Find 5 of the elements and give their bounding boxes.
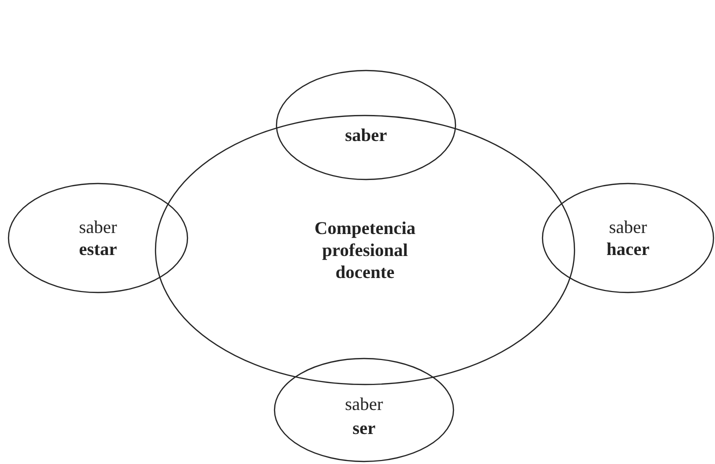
node-label: Competencia profesional docente (314, 217, 416, 283)
node-label: saber ser (344, 393, 384, 440)
node-label: saber (344, 124, 388, 146)
node-label: saber estar (78, 216, 118, 260)
node-label: saber hacer (606, 216, 650, 260)
